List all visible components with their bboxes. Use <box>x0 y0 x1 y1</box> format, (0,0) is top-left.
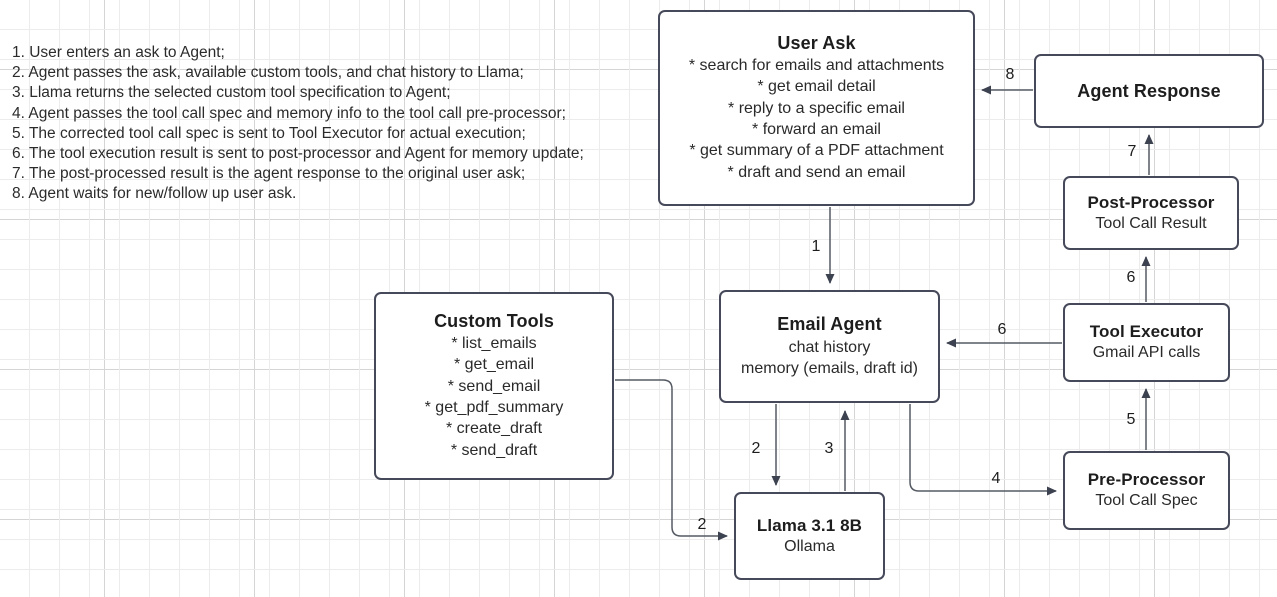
edge-2b-path <box>615 379 728 541</box>
step-item: 2. Agent passes the ask, available custo… <box>12 64 524 82</box>
node-post-processor[interactable]: Post-Processor Tool Call Result <box>1063 176 1239 250</box>
node-line: Ollama <box>784 537 835 555</box>
node-title: Post-Processor <box>1087 192 1215 212</box>
node-title: Tool Executor <box>1089 322 1204 342</box>
edge-label-3: 3 <box>824 440 834 457</box>
node-user-ask[interactable]: User Ask * search for emails and attachm… <box>658 10 975 206</box>
edge-label-1: 1 <box>811 238 821 255</box>
node-line: Tool Call Result <box>1095 214 1207 232</box>
node-line: * search for emails and attachments <box>688 57 945 75</box>
node-line: * create_draft <box>445 420 543 438</box>
node-title: User Ask <box>777 33 856 54</box>
edge-label-2b: 2 <box>697 516 707 533</box>
node-custom-tools[interactable]: Custom Tools * list_emails * get_email *… <box>374 292 614 480</box>
edge-label-4: 4 <box>991 470 1001 487</box>
node-line: * reply to a specific email <box>728 99 905 117</box>
node-email-agent[interactable]: Email Agent chat history memory (emails,… <box>719 290 940 403</box>
node-line: * send_email <box>447 377 541 395</box>
step-item: 3. Llama returns the selected custom too… <box>12 84 451 102</box>
node-title: Agent Response <box>1077 80 1221 101</box>
node-title: Custom Tools <box>434 311 554 332</box>
step-item: 6. The tool execution result is sent to … <box>12 145 584 163</box>
node-title: Llama 3.1 8B <box>756 515 863 535</box>
process-steps-list: 1. User enters an ask to Agent; 2. Agent… <box>12 43 642 205</box>
node-line: * list_emails <box>451 335 537 353</box>
node-llama[interactable]: Llama 3.1 8B Ollama <box>734 492 885 580</box>
edge-label-5: 5 <box>1126 411 1136 428</box>
node-title: Pre-Processor <box>1087 470 1206 490</box>
edge-label-8: 8 <box>1005 66 1015 83</box>
step-item: 8. Agent waits for new/follow up user as… <box>12 185 297 203</box>
node-line: Tool Call Spec <box>1095 492 1198 510</box>
step-item: 4. Agent passes the tool call spec and m… <box>12 104 566 122</box>
node-line: Gmail API calls <box>1092 344 1201 362</box>
edge-4-path <box>909 404 1057 496</box>
node-line: * get email detail <box>757 78 876 96</box>
edge-label-7: 7 <box>1127 143 1137 160</box>
node-line: memory (emails, draft id) <box>741 360 918 377</box>
node-line: * draft and send an email <box>727 163 906 181</box>
node-line: * get_email <box>453 356 535 374</box>
edge-label-2a: 2 <box>751 440 761 457</box>
node-agent-response[interactable]: Agent Response <box>1034 54 1264 128</box>
node-line: * send_draft <box>450 441 538 459</box>
node-line: * forward an email <box>752 121 881 138</box>
edge-label-6b: 6 <box>1126 269 1136 286</box>
node-pre-processor[interactable]: Pre-Processor Tool Call Spec <box>1063 451 1230 530</box>
step-item: 1. User enters an ask to Agent; <box>12 44 225 61</box>
node-line: * get_pdf_summary <box>424 399 564 416</box>
edge-label-6a: 6 <box>997 321 1007 338</box>
node-line: chat history <box>788 338 871 356</box>
step-item: 5. The corrected tool call spec is sent … <box>12 124 526 142</box>
node-line: * get summary of a PDF attachment <box>689 142 944 160</box>
node-title: Email Agent <box>777 313 882 334</box>
node-tool-executor[interactable]: Tool Executor Gmail API calls <box>1063 303 1230 382</box>
step-item: 7. The post-processed result is the agen… <box>12 165 526 183</box>
